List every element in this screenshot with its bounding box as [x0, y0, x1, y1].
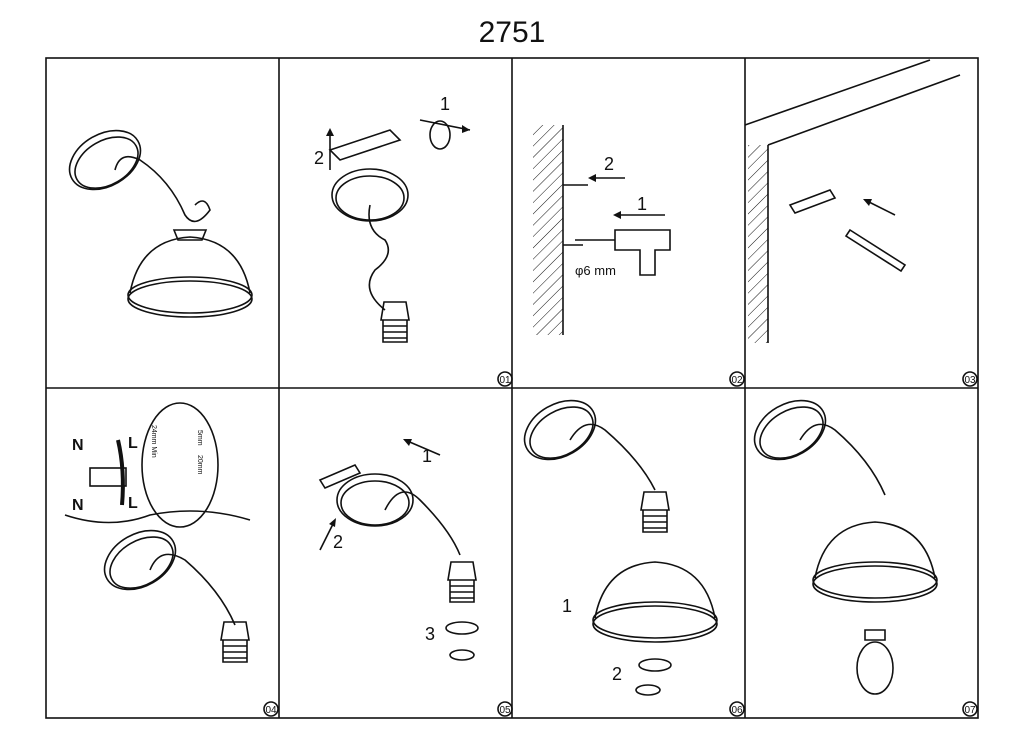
panel-step-02: 2 1 φ6 mm [533, 125, 671, 335]
svg-text:03: 03 [964, 375, 976, 386]
panel-step-07 [743, 387, 938, 695]
panel-step-01: 1 2 [314, 94, 471, 343]
step-badges: 01 02 03 04 05 06 07 [263, 371, 978, 717]
svg-text:L: L [128, 435, 138, 452]
svg-text:N: N [72, 497, 84, 514]
svg-text:1: 1 [440, 94, 450, 114]
model-number: 2751 [478, 16, 546, 49]
panel-step-03 [744, 59, 961, 343]
svg-text:07: 07 [964, 705, 976, 716]
svg-text:2: 2 [612, 664, 622, 684]
svg-text:2: 2 [604, 154, 614, 174]
svg-text:L: L [128, 495, 138, 512]
svg-text:φ6 mm: φ6 mm [575, 263, 616, 278]
svg-text:24mm Min: 24mm Min [150, 425, 157, 458]
svg-text:1: 1 [637, 194, 647, 214]
svg-text:2: 2 [314, 148, 324, 168]
svg-text:01: 01 [499, 375, 511, 386]
svg-text:1: 1 [422, 446, 432, 466]
svg-text:5mm: 5mm [196, 430, 203, 446]
svg-text:2: 2 [333, 532, 343, 552]
svg-text:N: N [72, 437, 84, 454]
svg-text:1: 1 [562, 596, 572, 616]
panel-step-06: 1 2 [513, 387, 718, 696]
svg-text:06: 06 [731, 705, 743, 716]
svg-text:3: 3 [425, 624, 435, 644]
svg-text:20mm: 20mm [196, 455, 203, 475]
svg-text:05: 05 [499, 705, 511, 716]
panel-assembled-lamp [58, 117, 253, 318]
svg-text:04: 04 [265, 705, 277, 716]
svg-text:02: 02 [731, 375, 743, 386]
panel-step-05: 1 2 3 [318, 439, 479, 661]
panel-step-04-wiring: N L N L 24mm Min 5mm 20mm [64, 402, 251, 663]
